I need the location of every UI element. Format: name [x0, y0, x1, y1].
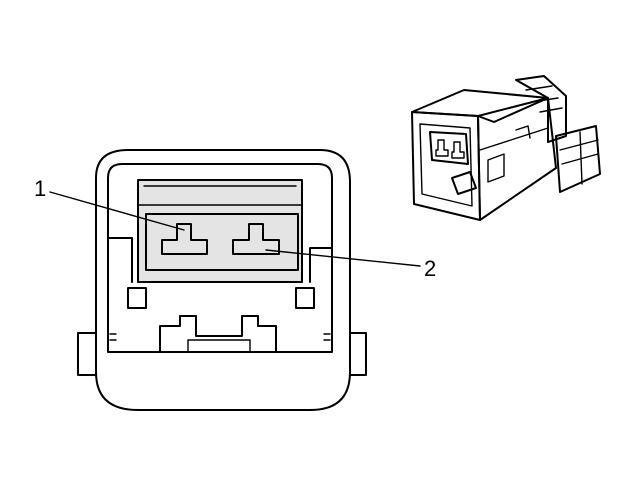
callout-2: 2 — [265, 249, 436, 281]
right-latch — [349, 332, 367, 376]
connector-face-view — [77, 149, 367, 411]
iso-rear-ribs — [559, 131, 599, 185]
iso-side-body — [477, 97, 557, 221]
iso-latch — [515, 75, 567, 143]
callout-1: 1 — [34, 176, 185, 231]
right-tab — [295, 287, 315, 309]
terminal-2 — [232, 223, 280, 255]
callout-2-leader — [265, 249, 421, 267]
terminal-1 — [161, 223, 208, 255]
left-notch — [107, 237, 133, 283]
callout-1-leader — [49, 191, 185, 231]
inner-frame — [107, 163, 333, 353]
iso-terminal-1 — [435, 139, 449, 157]
iso-lower-tab — [451, 171, 477, 195]
left-latch — [77, 332, 97, 376]
left-tab — [127, 287, 147, 309]
iso-front-inner — [419, 123, 473, 207]
connector-iso-view — [411, 75, 601, 221]
right-notch — [309, 247, 333, 283]
iso-cavity — [429, 131, 469, 165]
iso-rear-ext — [555, 125, 601, 193]
lock-tab-inner — [187, 339, 251, 353]
iso-terminal-2 — [451, 141, 465, 159]
iso-latch-detail — [525, 85, 563, 113]
lock-tab — [159, 315, 277, 353]
cavity-area — [145, 213, 299, 271]
callout-2-label: 2 — [424, 256, 436, 281]
iso-side-step — [479, 125, 549, 151]
upper-recess — [137, 179, 303, 283]
callout-1-label: 1 — [34, 176, 46, 201]
iso-side-window — [487, 153, 505, 183]
iso-top-face — [411, 89, 549, 123]
